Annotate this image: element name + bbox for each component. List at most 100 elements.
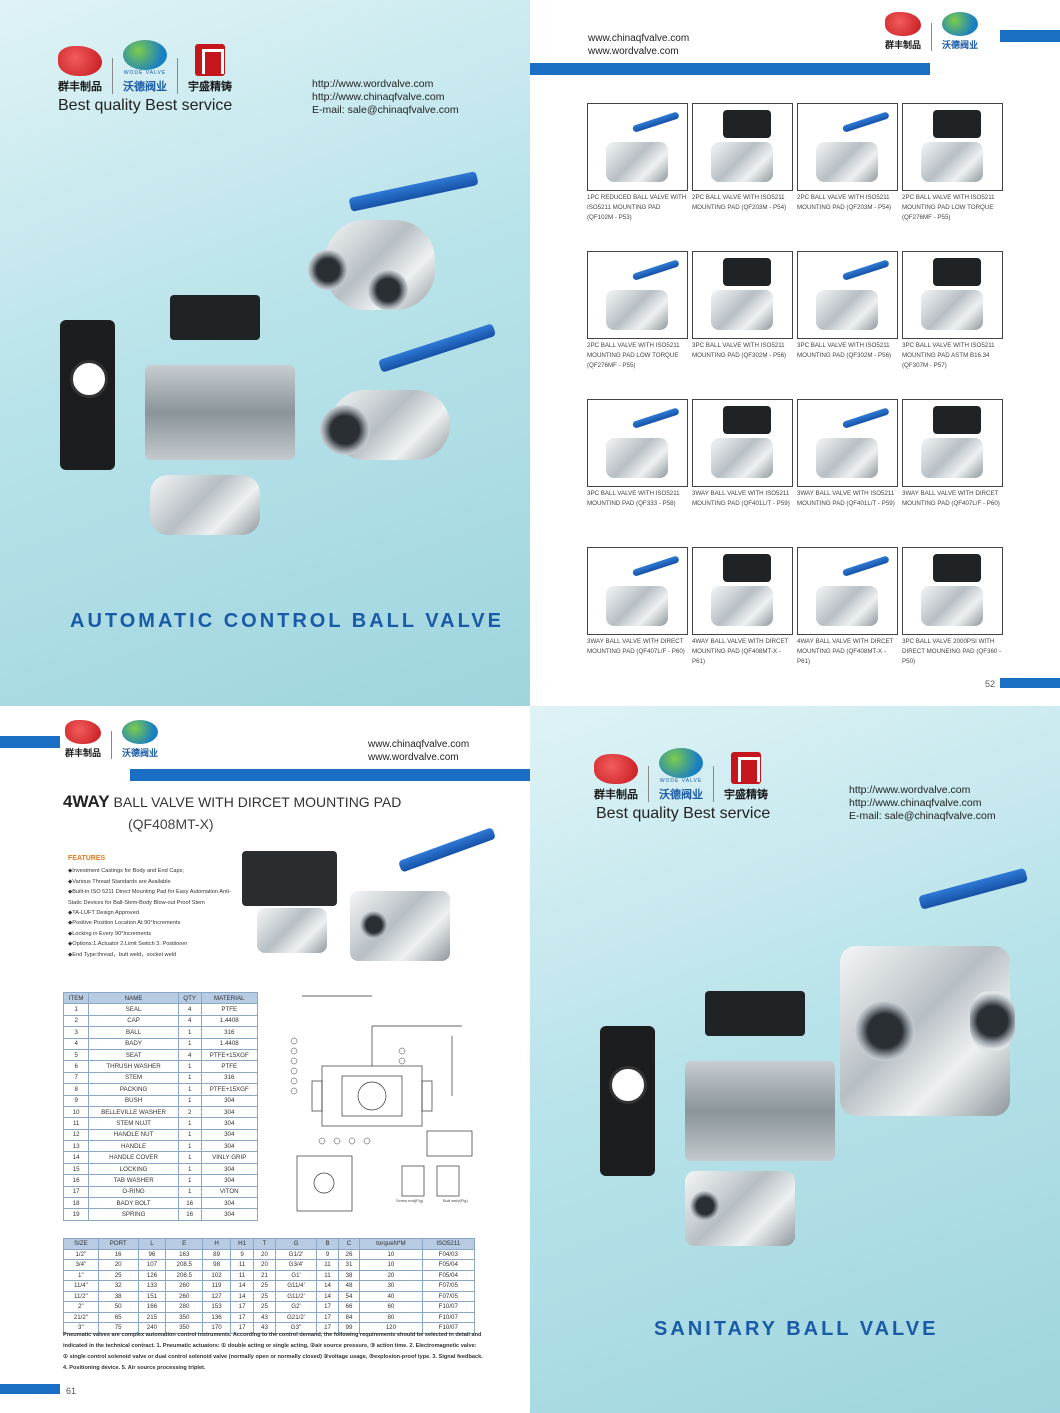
table-cell: 304 xyxy=(200,1105,259,1119)
website-link[interactable]: www.wordvalve.com xyxy=(368,752,459,763)
table-cell: 10 xyxy=(359,1248,423,1260)
wode-logo-en: WODE VALVE xyxy=(123,70,167,76)
product-card[interactable]: 2PC BALL VALVE WITH ISO5211 MOUNTING PAD… xyxy=(692,103,793,213)
product-card[interactable]: 3PC BALL VALVE WITH ISO5211 MOUNTING PAD… xyxy=(902,251,1003,371)
table-cell: BADY xyxy=(88,1037,179,1050)
product-card[interactable]: 3PC BALL VALVE WITH ISO5211 MOUNTING PAD… xyxy=(692,251,793,361)
website-link[interactable]: www.chinaqfvalve.com xyxy=(368,739,470,750)
website-link[interactable]: http://www.chinaqfvalve.com xyxy=(312,91,445,103)
header-urls: www.chinaqfvalve.com www.wordvalve.com xyxy=(368,738,469,764)
product-caption: 4WAY BALL VALVE WITH DIRCET MOUNTING PAD… xyxy=(797,638,894,665)
table-cell: 16 xyxy=(177,1208,202,1221)
product-photo xyxy=(902,399,1003,487)
website-link[interactable]: http://www.wordvalve.com xyxy=(312,78,434,90)
product-card[interactable]: 3PC BALL VALVE WITH ISO5211 MOUNTING PAD… xyxy=(797,251,898,361)
table-cell: 89 xyxy=(202,1248,231,1260)
brand-logos: 群丰制品 WODE VALVE 沃德阀业 宇盛精铸 xyxy=(58,40,232,94)
website-link[interactable]: http://www.chinaqfvalve.com xyxy=(849,797,982,809)
product-card[interactable]: 3WAY BALL VALVE WITH ISO5211 MOUNTING PA… xyxy=(797,399,898,509)
product-caption: 3PC BALL VALVE WITH ISO5211 MOUNTING PAD… xyxy=(692,342,787,359)
wode-logo-text: 沃德阀业 xyxy=(122,748,159,758)
qunfeng-logo: 群丰制品 xyxy=(58,46,102,94)
table-cell: 25 xyxy=(97,1269,139,1281)
features-list: FEATURES ◆Investment Castings for Body a… xyxy=(68,854,238,960)
product-card[interactable]: 3WAY BALL VALVE WITH DIRCET MOUNTING PAD… xyxy=(902,399,1003,509)
wode-logo-icon xyxy=(123,40,167,70)
product-card[interactable]: 4WAY BALL VALVE WITH DIRCET MOUNTING PAD… xyxy=(692,547,793,667)
table-cell: O-RING xyxy=(88,1185,179,1199)
dims-column-header: ISO5211 xyxy=(421,1238,476,1250)
table-cell: PTFE+15XGF xyxy=(200,1048,259,1062)
table-cell: 50 xyxy=(97,1301,139,1313)
product-caption: 1PC REDUCED BALL VALVE WITH ISO5211 MOUN… xyxy=(587,194,687,221)
table-cell: HANDLE NUT xyxy=(88,1128,179,1142)
table-cell: 4 xyxy=(177,1048,202,1062)
website-link[interactable]: http://www.wordvalve.com xyxy=(849,784,971,796)
table-cell: 11 xyxy=(316,1259,339,1271)
wode-logo-text: 沃德阀业 xyxy=(659,789,703,801)
qunfeng-logo-text: 群丰制品 xyxy=(885,40,922,50)
table-cell: 151 xyxy=(137,1290,167,1302)
product-card[interactable]: 3PC BALL VALVE 2000PSI WITH DIRECT MOUNE… xyxy=(902,547,1003,667)
product-card[interactable]: 2PC BALL VALVE WITH ISO5211 MOUNTING PAD… xyxy=(797,103,898,213)
footer-stripe xyxy=(1000,678,1060,688)
product-card[interactable]: 3WAY BALL VALVE WITH ISO5211 MOUNTING PA… xyxy=(692,399,793,509)
table-cell: 17 xyxy=(62,1185,90,1199)
table-cell: 1.4408 xyxy=(200,1037,259,1050)
product-card[interactable]: 3WAY BALL VALVE WITH DIRECT MOUNTING PAD… xyxy=(587,547,688,657)
table-cell: 84 xyxy=(337,1311,361,1323)
three-way-valve-image xyxy=(300,171,500,320)
table-cell: 11 xyxy=(62,1117,90,1130)
email-link[interactable]: E-mail: sale@chinaqfvalve.com xyxy=(849,810,996,822)
table-cell: 1 xyxy=(177,1151,202,1164)
table-cell: 13 xyxy=(62,1140,90,1153)
table-cell: 16 xyxy=(177,1197,202,1210)
table-cell: G1/2' xyxy=(274,1248,318,1260)
product-caption: 3PC BALL VALVE WITH ISO5211 MOUNTIND PAD… xyxy=(587,490,680,507)
table-cell: 15 xyxy=(62,1162,90,1176)
website-link[interactable]: www.wordvalve.com xyxy=(588,46,679,57)
table-cell: HANDLE COVER xyxy=(88,1151,179,1164)
table-cell: 17 xyxy=(229,1301,255,1313)
product-photo xyxy=(692,103,793,191)
table-cell: BUSH xyxy=(88,1094,179,1107)
product-card[interactable]: 4WAY BALL VALVE WITH DIRCET MOUNTING PAD… xyxy=(797,547,898,667)
table-cell: 304 xyxy=(200,1208,259,1221)
product-card[interactable]: 1PC REDUCED BALL VALVE WITH ISO5211 MOUN… xyxy=(587,103,688,223)
product-card[interactable]: 3PC BALL VALVE WITH ISO5211 MOUNTIND PAD… xyxy=(587,399,688,509)
table-cell: 316 xyxy=(200,1071,259,1085)
header-stripe-left xyxy=(0,736,60,748)
table-cell: 2 xyxy=(62,1014,90,1028)
table-cell: 66 xyxy=(337,1301,361,1313)
table-cell: 4 xyxy=(62,1037,90,1050)
header-stripe xyxy=(130,769,530,781)
product-caption: 2PC BALL VALVE WITH ISO5211 MOUNTING PAD… xyxy=(902,194,995,221)
table-cell: 54 xyxy=(337,1290,361,1302)
email-link[interactable]: E-mail: sale@chinaqfvalve.com xyxy=(312,104,459,116)
wode-logo: 沃德阀业 xyxy=(122,720,158,759)
product-title: 4WAY BALL VALVE WITH DIRCET MOUNTING PAD xyxy=(63,792,401,812)
product-card[interactable]: 2PC BALL VALVE WITH ISO5211 MOUNTING PAD… xyxy=(587,251,688,371)
wode-logo-text: 沃德阀业 xyxy=(123,81,167,93)
table-cell: 1.4408 xyxy=(200,1014,259,1028)
header-stripe-right xyxy=(1000,30,1060,42)
table-cell: 215 xyxy=(137,1311,167,1323)
dims-column-header: L xyxy=(137,1238,167,1250)
table-cell: 14 xyxy=(229,1290,255,1302)
product-card[interactable]: 2PC BALL VALVE WITH ISO5211 MOUNTING PAD… xyxy=(902,103,1003,223)
dims-column-header: B xyxy=(316,1238,339,1250)
parts-column-header: ITEM xyxy=(62,991,90,1005)
table-cell: 98 xyxy=(202,1259,231,1271)
product-photo xyxy=(797,103,898,191)
website-link[interactable]: www.chinaqfvalve.com xyxy=(588,33,690,44)
table-cell: 1 xyxy=(177,1026,202,1039)
tagline: Best quality Best service xyxy=(58,97,233,114)
